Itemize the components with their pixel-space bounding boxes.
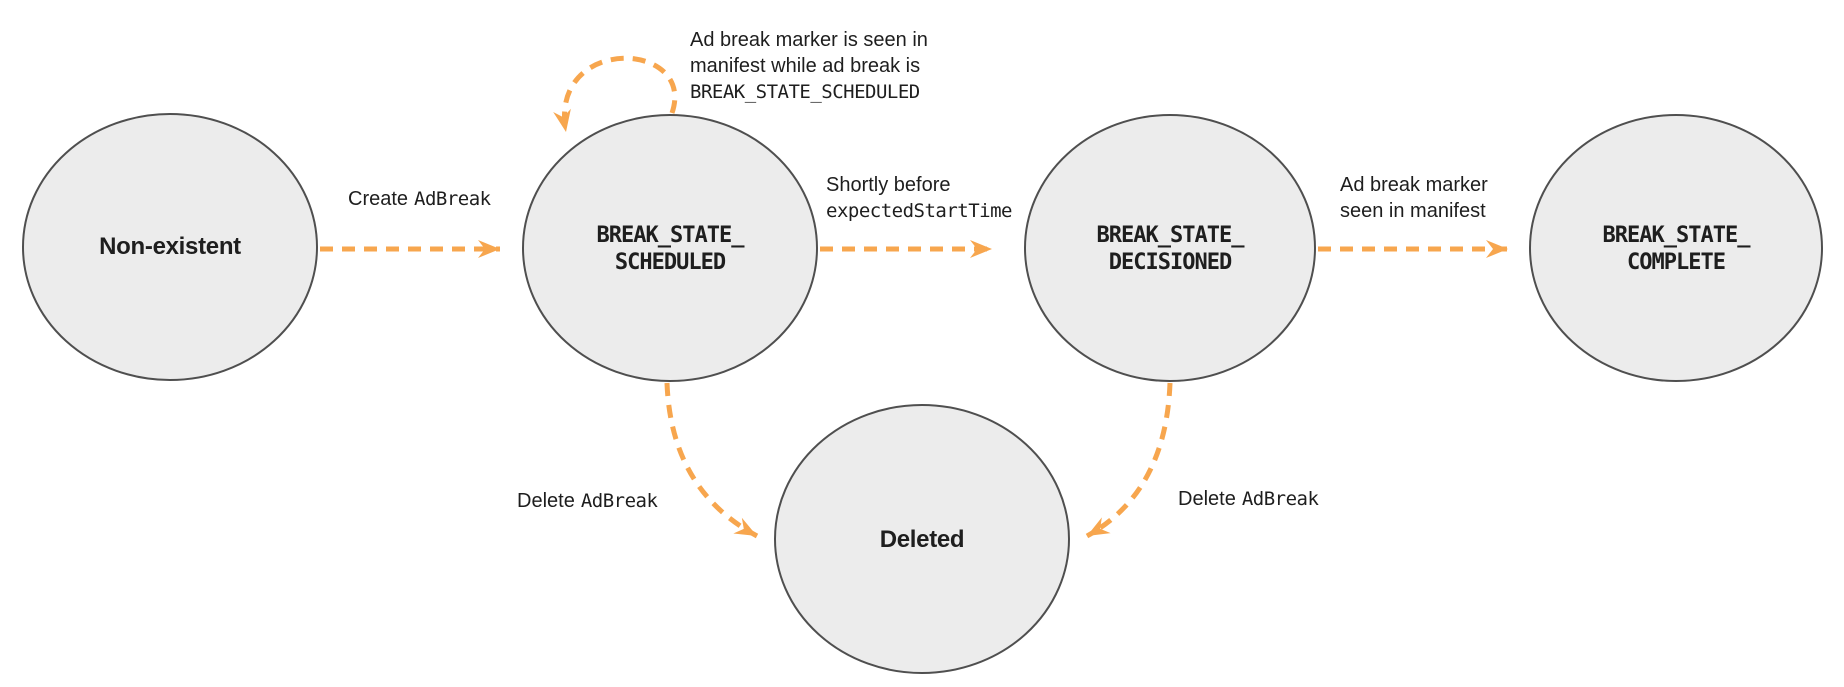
edge-label-text: Delete [1178,488,1236,510]
edge-label-line: seen in manifest [1340,200,1486,222]
edge-label-marker-seen: Ad break marker seen in manifest [1340,172,1488,224]
state-label-break-state-decisioned: BREAK_STATE_ DECISIONED [1096,222,1245,276]
state-label-break-state-scheduled: BREAK_STATE_ SCHEDULED [596,222,745,276]
edge-scheduled-to-deleted [664,382,759,539]
edge-label-text: Delete [517,490,575,512]
state-circle-non-existent [22,113,318,381]
edge-label-code: expectedStartTime [826,200,1012,222]
edge-label-line: Ad break marker is seen in [690,29,928,51]
state-label-break-state-complete: BREAK_STATE_ COMPLETE [1602,222,1751,276]
state-circle-deleted [774,404,1070,674]
edge-scheduled-self-loop [553,55,678,133]
edge-label-text: Create [348,188,409,210]
edge-label-code: AdBreak [580,490,658,512]
state-label-line: SCHEDULED [614,250,726,275]
state-label-line: COMPLETE [1627,250,1726,275]
edge-label-code: AdBreak [414,188,491,210]
edge-label-self-loop: Ad break marker is seen in manifest whil… [690,27,928,105]
edge-label-code: AdBreak [1241,488,1319,510]
state-label-non-existent: Non-existent [99,233,241,260]
edge-label-line: manifest while ad break is [690,55,921,77]
edge-label-line: Ad break marker [1340,174,1488,196]
state-label-deleted: Deleted [879,526,965,553]
state-label-line: BREAK_STATE_ [596,223,745,248]
state-label-line: DECISIONED [1108,250,1232,275]
state-circle-break-state-complete [1529,114,1823,382]
state-circle-break-state-scheduled [522,114,818,382]
edge-label-code: BREAK_STATE_SCHEDULED [690,81,920,103]
edge-decisioned-to-deleted [1085,382,1173,539]
state-label-line: BREAK_STATE_ [1602,223,1751,248]
state-label-line: BREAK_STATE_ [1096,223,1245,248]
edge-label-shortly-before: Shortly before expectedStartTime [826,172,1012,224]
edge-label-line: Shortly before [826,174,951,196]
state-circle-break-state-decisioned [1024,114,1316,382]
